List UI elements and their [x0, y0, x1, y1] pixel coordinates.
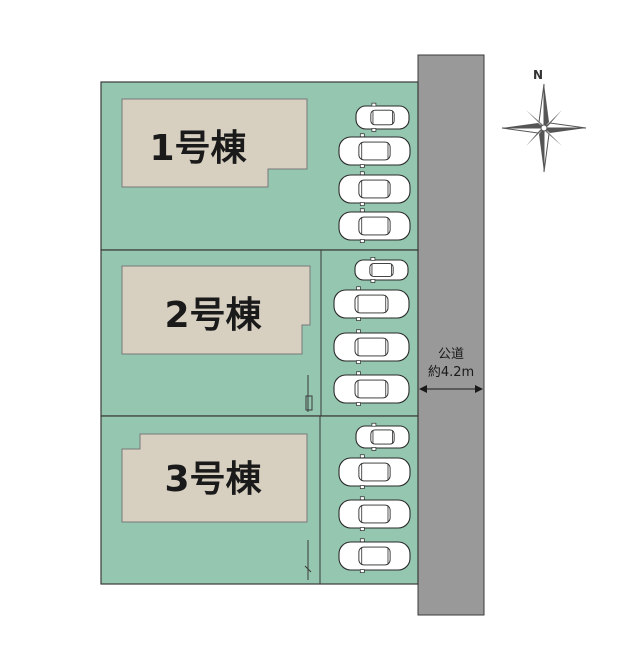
car-icon-lot-1-1: [355, 102, 410, 132]
car-icon-lot-1-4: [338, 208, 411, 243]
lot-2-label: 2号棟: [164, 295, 262, 336]
car-icon-lot-2-2: [333, 286, 410, 321]
public-road: [417, 54, 485, 616]
lot-1-label: 1号棟: [149, 128, 247, 169]
road-name: 公道: [438, 347, 464, 362]
compass-rose-icon: [501, 83, 587, 173]
car-icon-lot-1-2: [338, 133, 411, 168]
road-width: 約4.2m: [428, 365, 474, 380]
north-label: N: [533, 68, 543, 82]
lot-2-utility-mark: [305, 375, 313, 412]
road-width-arrow-right: [475, 385, 483, 393]
lot-3-label: 3号棟: [164, 459, 262, 500]
car-icon-lot-3-2: [338, 454, 411, 489]
car-icon-lot-2-3: [333, 329, 410, 364]
road-width-dimension: 公道 約4.2m: [419, 347, 483, 393]
car-icon-lot-3-1: [355, 422, 410, 451]
car-icon-lot-1-3: [338, 171, 411, 206]
parking-cars: [333, 102, 411, 573]
lot-3-utility-mark: [304, 540, 312, 580]
car-icon-lot-3-3: [338, 496, 411, 531]
car-icon-lot-2-1: [354, 257, 409, 283]
lot-1-building: [121, 98, 308, 188]
car-icon-lot-3-4: [338, 538, 411, 573]
lot-2-building: [121, 265, 311, 355]
car-icon-lot-2-4: [333, 371, 410, 406]
lot-3-building: [121, 433, 308, 523]
road-width-arrow-left: [419, 385, 427, 393]
